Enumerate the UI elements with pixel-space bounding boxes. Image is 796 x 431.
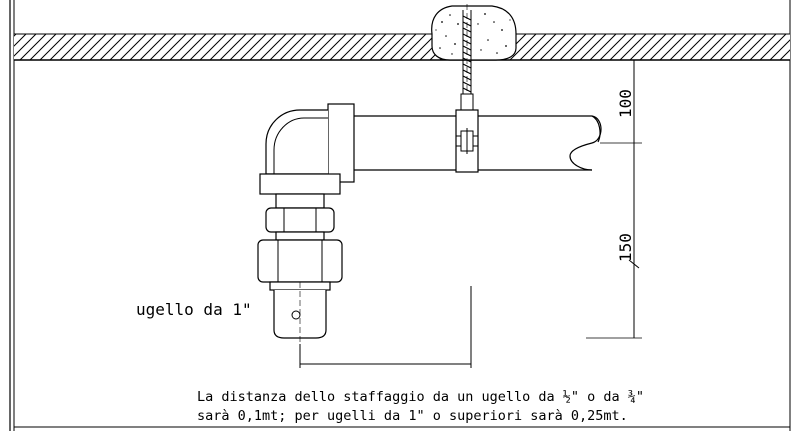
threaded-rod xyxy=(460,4,474,112)
horizontal-pipe xyxy=(354,115,602,171)
frame xyxy=(9,0,791,431)
nozzle-tip xyxy=(273,282,327,342)
nozzle-label: ugello da 1" xyxy=(136,300,252,319)
anchor-concrete xyxy=(431,5,517,61)
pipe-clamp xyxy=(455,109,479,173)
ceiling-slab xyxy=(14,33,790,61)
note-line-1: La distanza dello staffaggio da un ugell… xyxy=(197,389,644,405)
nozzle-orifice xyxy=(291,310,301,320)
note-line-2: sarà 0,1mt; per ugelli da 1" o superiori… xyxy=(197,408,628,424)
dimension-lower-label: 150 xyxy=(616,233,635,262)
nozzle-body xyxy=(257,207,343,291)
dimension-lines xyxy=(299,59,684,368)
elbow-fitting xyxy=(259,103,355,209)
dimension-upper-label: 100 xyxy=(616,89,635,118)
